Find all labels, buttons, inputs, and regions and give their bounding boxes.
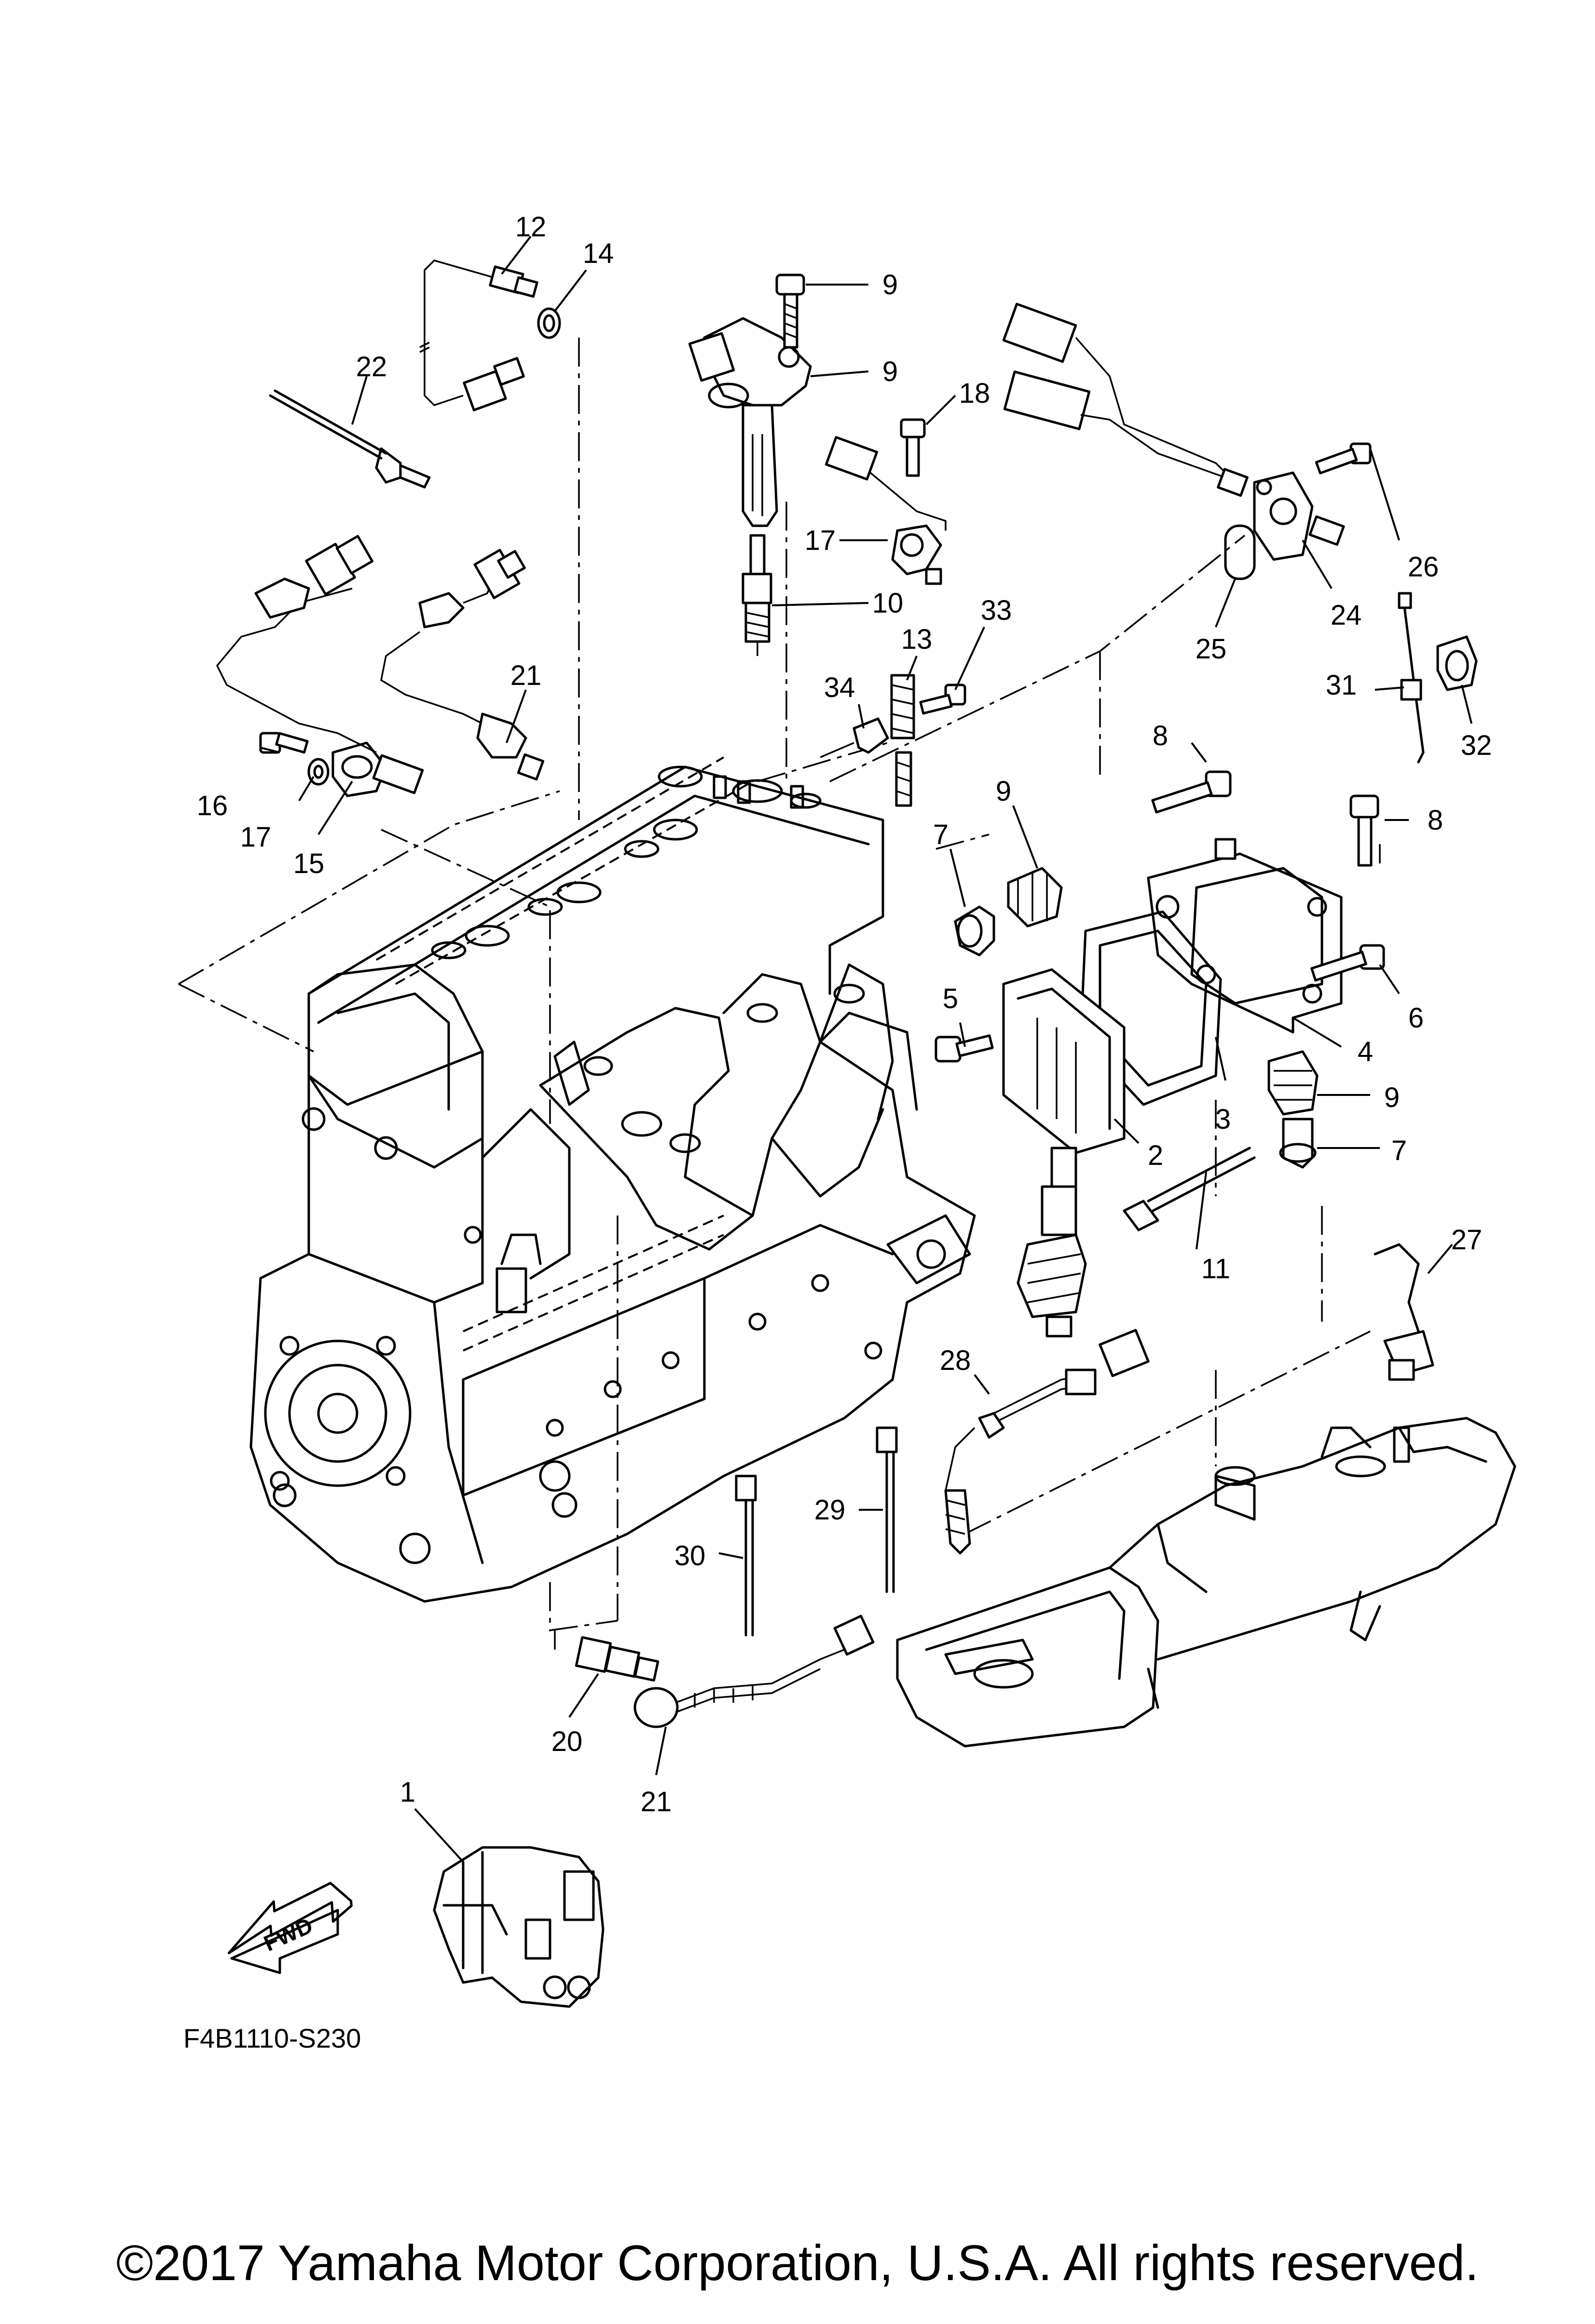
figure-code: F4B1110-S230 xyxy=(183,2023,361,2053)
callout-18: 16 xyxy=(197,790,228,821)
leader-lines xyxy=(260,235,1472,1863)
part-14-sensor xyxy=(419,260,538,411)
callout-27: 25 xyxy=(1196,633,1227,665)
callout-13: 11 xyxy=(1201,1253,1230,1285)
callout-17: 15 xyxy=(293,848,325,879)
callout-9-lower: 9 xyxy=(1384,1082,1400,1113)
callout-35: 33 xyxy=(981,595,1012,626)
callout-5: 5 xyxy=(943,983,958,1014)
callout-2: 2 xyxy=(1148,1140,1163,1171)
callout-labels: 12 14 22 9 9 18 17 10 13 33 34 21 16 17 … xyxy=(197,211,1492,1818)
part-36-clip xyxy=(820,717,889,758)
callout-15: 13 xyxy=(901,624,933,655)
callout-22: 20 xyxy=(551,1726,583,1757)
part-34-grommet xyxy=(1436,635,1478,691)
part-1-module xyxy=(433,1846,605,2008)
part-24-sensor xyxy=(380,548,545,781)
callout-7-lower: 7 xyxy=(1391,1135,1407,1166)
copyright-notice: ©2017 Yamaha Motor Corporation, U.S.A. A… xyxy=(116,2235,1479,2291)
callout-24: 21 xyxy=(510,660,542,691)
callout-28: 26 xyxy=(1408,551,1439,583)
part-26-sensor-harness xyxy=(1002,302,1345,561)
part-31-cable-tie xyxy=(876,1426,898,1593)
intake-manifold xyxy=(539,963,894,1251)
part-20-cam-sensor xyxy=(825,436,947,585)
callout-31: 29 xyxy=(814,1494,846,1526)
callout-9-upper: 9 xyxy=(996,776,1011,807)
callout-7-upper: 7 xyxy=(933,819,949,850)
callout-34: 32 xyxy=(1461,730,1492,761)
callout-26: 24 xyxy=(1331,600,1362,631)
callout-16: 14 xyxy=(583,238,614,269)
callout-19: 17 xyxy=(240,821,272,853)
fwd-arrow-label: FWD xyxy=(260,1913,316,1956)
part-25-probe xyxy=(269,389,431,489)
callout-3: 3 xyxy=(1215,1104,1231,1135)
callout-11: 9 xyxy=(882,269,898,301)
callout-32: 30 xyxy=(674,1540,706,1572)
part-5-bolt xyxy=(935,1034,994,1063)
part-33-cable-tie xyxy=(1398,592,1425,764)
part-4-bracket xyxy=(1147,838,1343,1034)
part-16-washer xyxy=(537,307,561,339)
callout-23: 21 xyxy=(641,1786,672,1818)
callout-36: 34 xyxy=(824,672,855,703)
callout-20: 17 xyxy=(805,525,836,556)
part-29-clamp xyxy=(1374,1243,1434,1381)
part-10-ignition-coil xyxy=(688,317,812,527)
part-13-screw xyxy=(1123,1147,1256,1231)
part-30-sensor xyxy=(944,1329,1150,1555)
callout-21: 18 xyxy=(959,378,990,409)
part-2-ecu xyxy=(1002,968,1126,1338)
callout-6: 6 xyxy=(1408,1002,1424,1034)
part-18-bolt xyxy=(259,732,309,754)
part-17-sensor xyxy=(216,535,424,797)
callout-10: 9 xyxy=(882,356,898,387)
callout-33: 31 xyxy=(1326,670,1357,701)
part-32-cable-tie xyxy=(735,1475,757,1637)
callout-8-upper: 8 xyxy=(1153,720,1168,752)
part-15-spring xyxy=(890,674,915,807)
part-9-grommet-upper xyxy=(1007,867,1063,928)
part-7-collar-lower xyxy=(1279,1118,1317,1169)
part-6-bolt xyxy=(1310,944,1385,982)
callout-1: 1 xyxy=(400,1777,415,1808)
part-12-spark-plug xyxy=(742,534,772,656)
part-28-bolt xyxy=(1315,442,1372,475)
part-8-bolt-upper xyxy=(1151,770,1232,814)
fwd-arrow: FWD xyxy=(228,1882,353,1974)
callout-4: 4 xyxy=(1358,1036,1373,1067)
callout-14: 12 xyxy=(515,211,547,243)
part-19-gasket xyxy=(307,758,330,786)
part-22-switch xyxy=(575,1636,660,1682)
callout-29: 27 xyxy=(1451,1224,1483,1256)
callout-12: 10 xyxy=(872,588,904,619)
exhaust-housing xyxy=(896,1417,1516,1748)
engine-reference-lines xyxy=(178,338,1381,1650)
part-7-collar-upper xyxy=(954,905,995,957)
part-35-bolt xyxy=(919,684,966,715)
part-8-bolt-right xyxy=(1349,794,1379,867)
callout-8-right: 8 xyxy=(1428,805,1443,836)
part-27-oring xyxy=(1224,524,1256,580)
part-23-knock-sensor xyxy=(633,1614,875,1728)
engine-block xyxy=(249,756,976,1603)
callout-25: 22 xyxy=(356,351,387,383)
part-21-bolt xyxy=(900,418,926,477)
part-11-bolt xyxy=(775,273,805,349)
part-9-grommet-lower xyxy=(1267,1050,1319,1116)
callout-30: 28 xyxy=(940,1345,971,1376)
